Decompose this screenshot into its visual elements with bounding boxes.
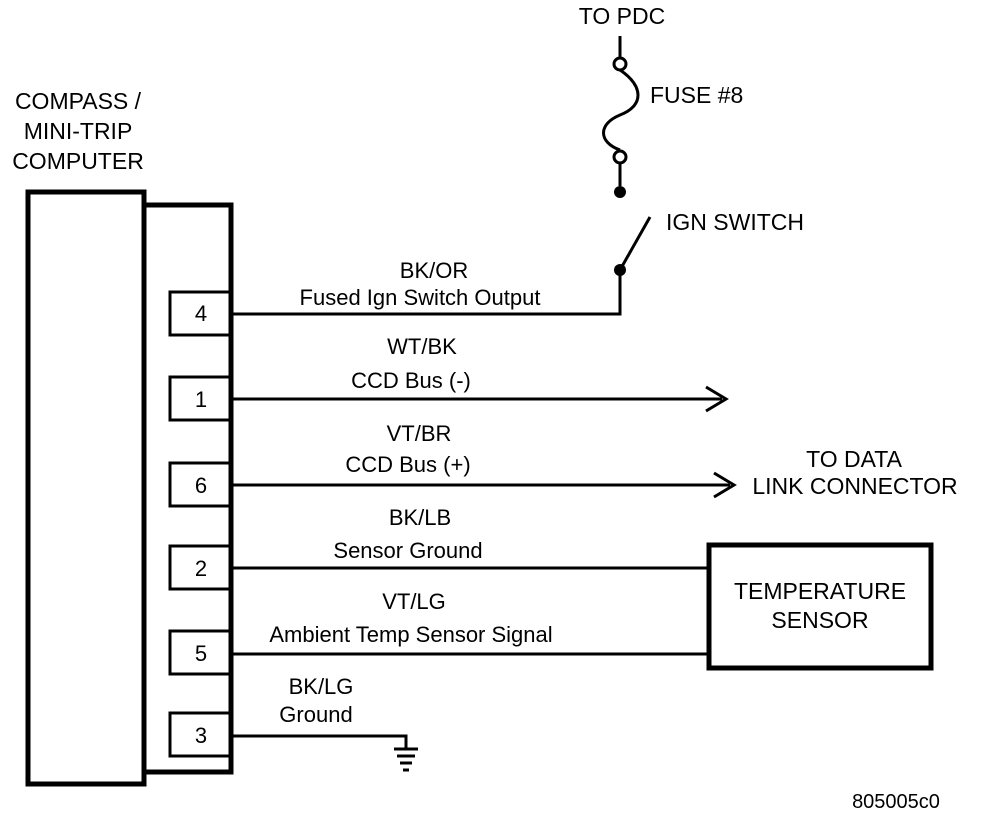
pin-2: 2: [168, 544, 232, 591]
pin-number: 1: [195, 387, 207, 412]
circuit-1-description: CCD Bus (-): [351, 368, 471, 393]
circuit-4-color-code: BK/OR: [400, 258, 468, 283]
circuit-1-color-code: WT/BK: [387, 334, 457, 359]
arrow-head-icon: [713, 471, 737, 499]
computer-module-body: [25, 189, 147, 787]
circuit-3-description: Ground: [279, 702, 352, 727]
fuse-icon: [602, 68, 640, 152]
pin-box: [168, 711, 232, 758]
pin-box: [168, 375, 232, 422]
switch-terminal-top: [614, 186, 626, 198]
temperature-sensor-box: [706, 542, 934, 671]
fuse-label: FUSE #8: [650, 82, 743, 108]
circuit-2-description: Sensor Ground: [333, 538, 482, 563]
computer-title-line-2: MINI-TRIP: [24, 118, 133, 144]
ign-switch-label: IGN SWITCH: [666, 209, 804, 235]
ground-icon: [394, 747, 418, 772]
fuse-terminal-bottom: [612, 149, 628, 165]
circuit-6-color-code: VT/BR: [387, 421, 452, 446]
circuit-2-color-code: BK/LB: [389, 505, 451, 530]
circuit-5-description: Ambient Temp Sensor Signal: [269, 622, 552, 647]
pin-1: 1: [168, 375, 232, 422]
pin-box: [168, 290, 232, 337]
pin-number: 3: [195, 723, 207, 748]
data-link-label-line-2: LINK CONNECTOR: [752, 473, 957, 499]
fuse-terminal-top: [612, 56, 628, 72]
circuit-3-color-code: BK/LG: [289, 674, 354, 699]
ign-switch-blade: [618, 216, 652, 271]
to-pdc-label: TO PDC: [579, 3, 665, 29]
circuit-4-description: Fused Ign Switch Output: [300, 285, 541, 310]
wire-pin-3: [230, 734, 408, 748]
pin-4: 4: [168, 290, 232, 337]
pin-number: 6: [195, 473, 207, 498]
pin-6: 6: [168, 461, 232, 508]
pin-number: 2: [195, 556, 207, 581]
computer-title-line-3: COMPUTER: [12, 148, 144, 174]
circuit-6-description: CCD Bus (+): [345, 452, 470, 477]
pin-number: 5: [195, 641, 207, 666]
pin-number: 4: [195, 301, 207, 326]
circuit-5-color-code: VT/LG: [382, 589, 446, 614]
arrow-head-icon: [705, 385, 729, 413]
computer-title-line-1: COMPASS /: [15, 88, 142, 114]
pin-5: 5: [168, 629, 232, 676]
temperature-sensor-label-line-1: TEMPERATURE: [734, 578, 906, 604]
wire-pin-4: [230, 270, 622, 316]
pin-box: [168, 544, 232, 591]
data-link-label-line-1: TO DATA: [806, 446, 903, 472]
pin-3: 3: [168, 711, 232, 758]
temperature-sensor-label-line-2: SENSOR: [771, 607, 868, 633]
figure-id: 805005c0: [852, 791, 940, 813]
